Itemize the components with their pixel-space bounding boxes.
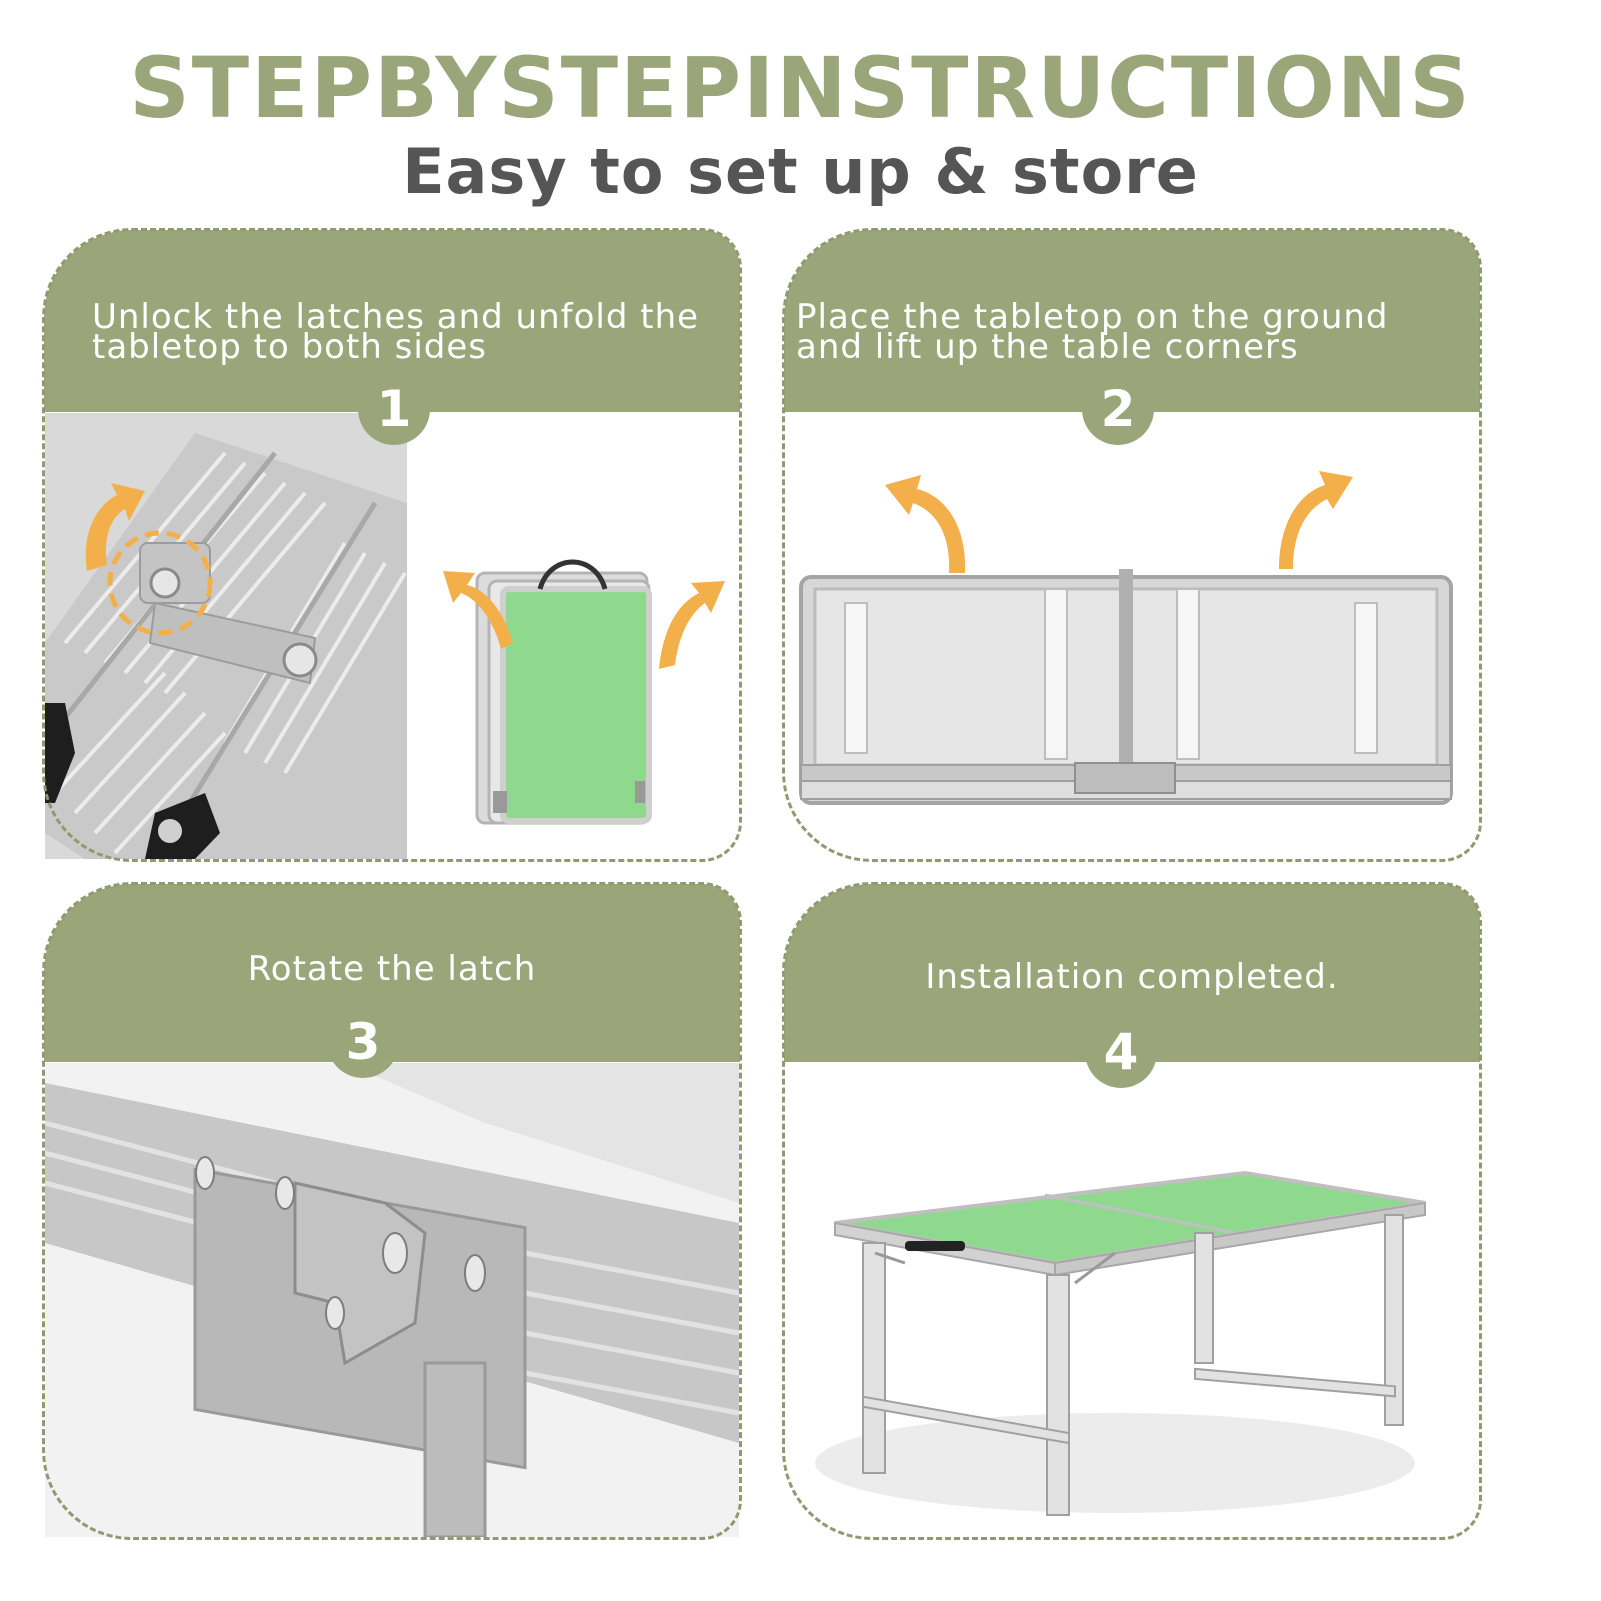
step-3-photo [45,1063,739,1537]
step-2-photo [785,413,1479,859]
curved-arrow-icon [85,483,145,571]
step-number-badge: 2 [1082,373,1154,445]
step-panel-2: Place the tabletop on the ground and lif… [782,228,1482,862]
step-panel-4: Installation completed. 4 [782,882,1482,1540]
page-subtitle: Easy to set up & store [402,135,1199,208]
step-number-badge: 1 [358,373,430,445]
curved-arrow-icon [659,581,725,669]
curved-arrow-icon [443,571,513,649]
curved-arrow-icon [1279,471,1353,569]
step-caption: Rotate the latch [247,949,537,989]
step-4-photo [785,1063,1479,1537]
step-number-badge: 4 [1085,1016,1157,1088]
step-caption: Place the tabletop on the ground and lif… [796,297,1389,367]
curved-arrow-icon [885,475,966,573]
latch-highlight-circle [107,530,213,636]
step-caption: Installation completed. [925,957,1339,997]
step-caption: Unlock the latches and unfold the tablet… [92,297,700,367]
page-title: STEPBYSTEPINSTRUCTIONS [129,39,1472,137]
step-panel-1: Unlock the latches and unfold the tablet… [42,228,742,862]
step-panel-3: Rotate the latch 3 [42,882,742,1540]
step-number-badge: 3 [327,1006,399,1078]
